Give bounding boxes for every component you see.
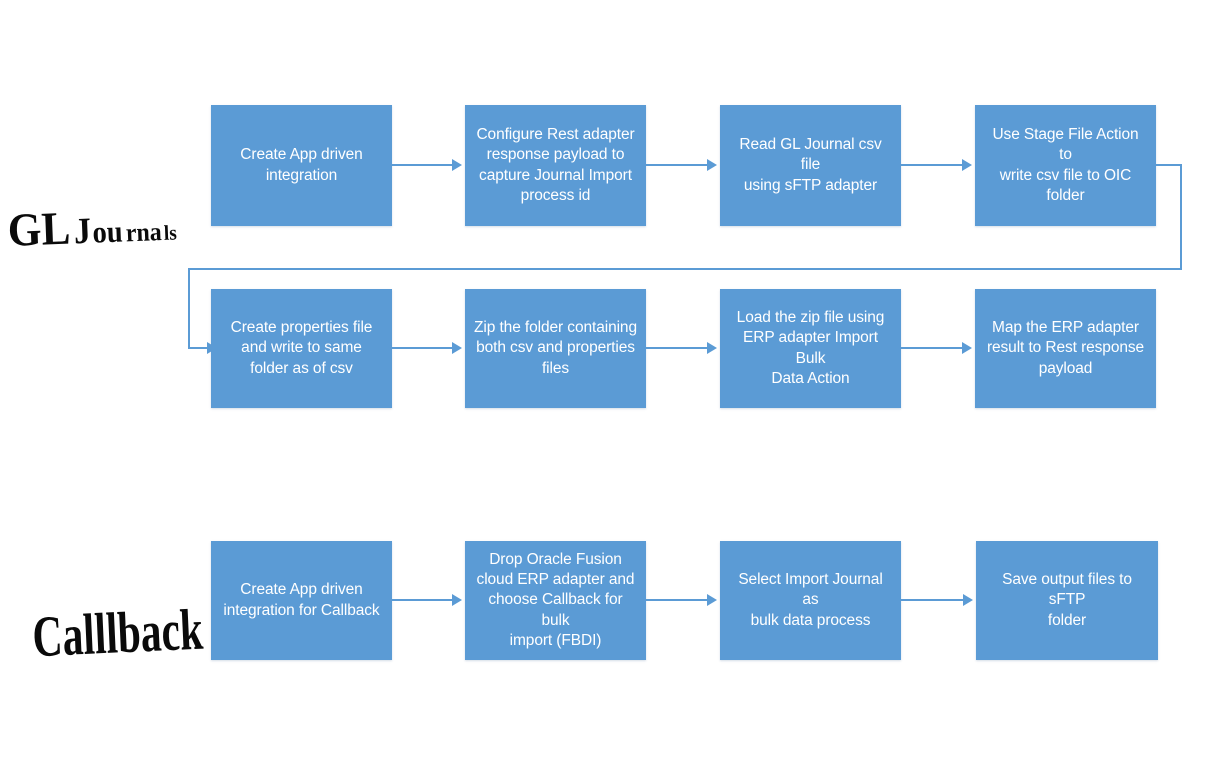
arrowhead-node1-to-node2 <box>452 159 462 171</box>
process-node-create-properties-file[interactable]: Create properties file and write to same… <box>211 289 392 408</box>
lane-label-segment: rna <box>125 217 163 248</box>
connector-node9-to-node10 <box>392 599 454 601</box>
connector-node7-to-node8 <box>901 347 964 349</box>
lane-label-gl-journals: GL Journals <box>4 201 178 257</box>
process-node-create-app-driven-integration[interactable]: Create App driven integration <box>211 105 392 226</box>
arrowhead-node9-to-node10 <box>452 594 462 606</box>
connector-node5-to-node6 <box>392 347 454 349</box>
connector-wrap-segment-into-node5 <box>188 347 209 349</box>
connector-wrap-segment-across <box>188 268 1182 270</box>
connector-node2-to-node3 <box>646 164 709 166</box>
lane-label-segment: J <box>73 210 92 253</box>
lane-label-segment: ou <box>92 213 124 250</box>
connector-wrap-segment-right <box>1156 164 1182 166</box>
process-node-select-import-journal[interactable]: Select Import Journal as bulk data proce… <box>720 541 901 660</box>
connector-wrap-segment-drop <box>188 268 190 348</box>
process-node-stage-file-action[interactable]: Use Stage File Action to write csv file … <box>975 105 1156 226</box>
arrowhead-node2-to-node3 <box>707 159 717 171</box>
process-node-save-output-files-sftp[interactable]: Save output files to sFTP folder <box>976 541 1158 660</box>
connector-node3-to-node4 <box>901 164 964 166</box>
lane-label-segment: GL <box>6 202 72 257</box>
process-node-configure-rest-adapter[interactable]: Configure Rest adapter response payload … <box>465 105 646 226</box>
arrowhead-node5-to-node6 <box>452 342 462 354</box>
arrowhead-node10-to-node11 <box>707 594 717 606</box>
arrowhead-node7-to-node8 <box>962 342 972 354</box>
connector-node6-to-node7 <box>646 347 709 349</box>
lane-label-segment: Calllback <box>31 597 205 670</box>
arrowhead-node6-to-node7 <box>707 342 717 354</box>
connector-node11-to-node12 <box>901 599 965 601</box>
process-node-load-zip-erp-adapter[interactable]: Load the zip file using ERP adapter Impo… <box>720 289 901 408</box>
connector-node10-to-node11 <box>646 599 709 601</box>
process-node-map-erp-result[interactable]: Map the ERP adapter result to Rest respo… <box>975 289 1156 408</box>
process-node-drop-oracle-fusion-erp-adapter[interactable]: Drop Oracle Fusion cloud ERP adapter and… <box>465 541 646 660</box>
arrowhead-node11-to-node12 <box>963 594 973 606</box>
process-node-read-gl-journal-csv[interactable]: Read GL Journal csv file using sFTP adap… <box>720 105 901 226</box>
arrowhead-node3-to-node4 <box>962 159 972 171</box>
process-node-zip-folder[interactable]: Zip the folder containing both csv and p… <box>465 289 646 408</box>
process-node-create-app-driven-integration-callback[interactable]: Create App driven integration for Callba… <box>211 541 392 660</box>
lane-label-segment: ls <box>163 220 178 245</box>
connector-wrap-segment-down <box>1180 164 1182 270</box>
connector-node1-to-node2 <box>392 164 454 166</box>
